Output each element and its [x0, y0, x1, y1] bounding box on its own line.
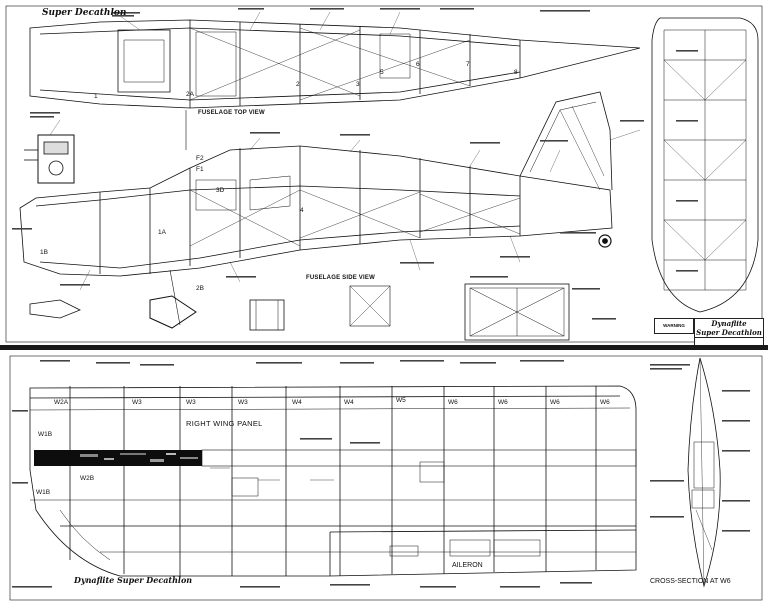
horizontal-stabilizer-plan	[651, 17, 759, 313]
title-block-brand: Dynaflite	[711, 319, 747, 328]
main-spar-sheeting	[34, 449, 637, 467]
station-number: 2A	[186, 91, 194, 98]
bottom-brand-model: Super Decathlon	[117, 575, 193, 585]
station-number: 3	[356, 81, 360, 88]
rib-label: W6	[448, 399, 458, 406]
fuselage-top-view-label: FUSELAGE TOP VIEW	[198, 110, 265, 116]
rib-label: W4	[292, 399, 302, 406]
fuselage-top-view	[29, 19, 641, 150]
cross-section-w6	[687, 357, 721, 588]
station-number: 4	[300, 207, 304, 214]
rib-label: W3	[132, 399, 142, 406]
station-number: F2	[196, 155, 204, 162]
rib-label: W4	[344, 399, 354, 406]
rib-label: W6	[498, 399, 508, 406]
aileron-label: AILERON	[452, 562, 483, 569]
root-rib-label: W1B	[38, 431, 53, 438]
station-number: 5	[380, 69, 384, 76]
engine-detail	[24, 134, 75, 184]
station-number: 2	[296, 81, 300, 88]
rib-label: W2A	[54, 399, 69, 406]
fuselage-plan-sheet: Super Decathlon FUSELAGE TOP VIEW FUSELA…	[5, 5, 764, 346]
fuselage-side-view	[19, 91, 613, 326]
callout-leaders	[49, 11, 641, 291]
wing-drawing	[9, 355, 763, 601]
station-number: 7	[466, 61, 470, 68]
callout-text-bars	[12, 8, 698, 320]
bottom-brand: Dynaflite Super Decathlon	[74, 576, 192, 584]
sheet-divider	[0, 345, 768, 350]
wing-panel-title: RIGHT WING PANEL	[186, 419, 263, 428]
rib-label: W3	[186, 399, 196, 406]
brand-title: Super Decathlon	[42, 8, 127, 18]
cross-section-label: CROSS-SECTION AT W6	[650, 578, 731, 585]
station-number: 1	[94, 93, 98, 100]
wing-outline	[29, 385, 637, 577]
title-block-row	[695, 337, 763, 345]
rib-label: W3	[238, 399, 248, 406]
fuselage-drawing	[5, 5, 763, 343]
title-block: Dynaflite Super Decathlon	[694, 318, 764, 346]
wing-plan-sheet: RIGHT WING PANEL W2A W3 W3 W3 W4 W4 W5 W…	[0, 350, 768, 605]
rib-label: W5	[396, 397, 406, 404]
fuselage-side-view-label: FUSELAGE SIDE VIEW	[306, 275, 375, 281]
rib-label: W6	[600, 399, 610, 406]
title-block-model: Super Decathlon	[696, 328, 762, 337]
root-rib-label: W2B	[80, 475, 95, 482]
bottom-brand-name: Dynaflite	[74, 575, 115, 585]
station-number: 2B	[196, 285, 204, 292]
station-number: F1	[196, 166, 204, 173]
root-rib-label: W1B	[36, 489, 51, 496]
station-number: 1A	[158, 229, 166, 236]
station-number: 6	[416, 61, 420, 68]
station-number: 8	[514, 69, 518, 76]
station-number: 1B	[40, 249, 48, 256]
station-number: 3D	[216, 187, 225, 194]
landing-gear-detail	[29, 285, 391, 331]
callout-text-bars	[12, 360, 750, 588]
warning-label: WARNING	[654, 318, 694, 334]
stabilizer-frame	[464, 283, 570, 341]
rib-label: W6	[550, 399, 560, 406]
